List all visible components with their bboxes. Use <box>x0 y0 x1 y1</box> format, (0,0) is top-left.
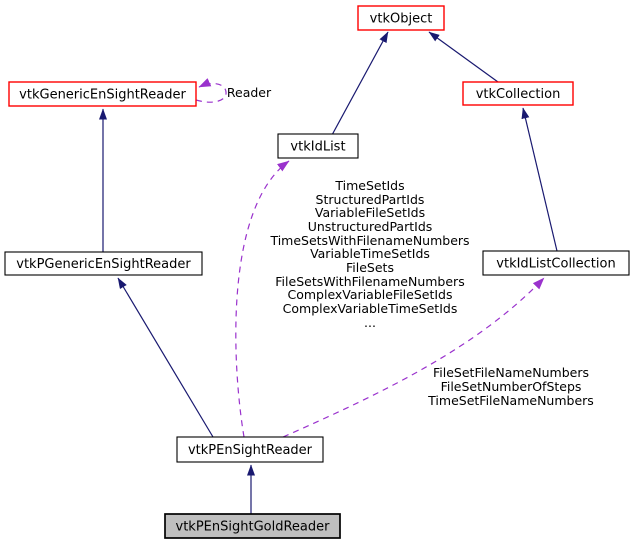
node-label: vtkGenericEnSightReader <box>19 88 186 103</box>
member-label: TimeSetFileNameNumbers <box>427 393 594 408</box>
member-label: ... <box>364 315 376 330</box>
edge-label-idlistcollection-members: FileSetFileNameNumbers FileSetNumberOfSt… <box>427 365 594 408</box>
member-label: ComplexVariableTimeSetIds <box>283 301 458 316</box>
member-label: TimeSetIds <box>334 178 404 193</box>
node-label: vtkPEnSightReader <box>188 443 313 458</box>
node-vtkidlistcollection[interactable]: vtkIdListCollection <box>482 250 630 276</box>
node-label: vtkPEnSightGoldReader <box>176 520 331 535</box>
edge-vtkidlistcollection-to-vtkcollection <box>521 107 558 252</box>
node-label: vtkIdList <box>290 140 345 155</box>
node-box <box>164 513 341 539</box>
node-label: vtkObject <box>370 12 433 27</box>
usage-edges <box>195 78 545 438</box>
inheritance-edges <box>99 31 558 514</box>
edge-label-reader: Reader <box>227 85 272 100</box>
member-label: ComplexVariableFileSetIds <box>287 287 452 302</box>
node-vtkcollection[interactable]: vtkCollection <box>462 81 574 106</box>
node-vtkpensightgoldreader: vtkPEnSightGoldReader <box>164 513 341 539</box>
node-box[interactable] <box>482 250 630 276</box>
member-label: FileSetNumberOfSteps <box>441 379 582 394</box>
member-label: StructuredPartIds <box>316 192 425 207</box>
member-label: VariableFileSetIds <box>315 205 425 220</box>
node-box[interactable] <box>8 81 197 107</box>
node-box[interactable] <box>357 5 445 31</box>
member-label: FileSetsWithFilenameNumbers <box>275 274 464 289</box>
member-label: VariableTimeSetIds <box>310 246 430 261</box>
node-label: vtkIdListCollection <box>496 257 615 272</box>
edge-vtkidlist-to-vtkobject <box>331 31 389 136</box>
edge-labels: Reader TimeSetIds StructuredPartIds Vari… <box>227 85 594 408</box>
node-vtkgenericensightreader[interactable]: vtkGenericEnSightReader <box>8 81 197 107</box>
edge-label-idlist-members: TimeSetIds StructuredPartIds VariableFil… <box>269 178 469 330</box>
node-box[interactable] <box>462 81 574 106</box>
member-label: UnstructuredPartIds <box>308 219 433 234</box>
member-label: FileSetFileNameNumbers <box>433 365 589 380</box>
edge-vtkpensightreader-to-vtkpgenericensightreader <box>117 277 214 438</box>
node-vtkpensightreader[interactable]: vtkPEnSightReader <box>176 436 324 463</box>
edge-vtkpensightreader-to-vtkidlist <box>235 160 290 438</box>
edge-reader-self-loop <box>195 78 227 103</box>
node-vtkidlist[interactable]: vtkIdList <box>277 133 359 159</box>
member-label: TimeSetsWithFilenameNumbers <box>269 233 469 248</box>
member-label: FileSets <box>346 260 394 275</box>
edge-vtkcollection-to-vtkobject <box>428 31 499 83</box>
node-label: vtkPGenericEnSightReader <box>16 257 191 272</box>
node-vtkobject[interactable]: vtkObject <box>357 5 445 31</box>
node-box[interactable] <box>277 133 359 159</box>
node-box[interactable] <box>4 251 203 276</box>
node-vtkpgenericensightreader[interactable]: vtkPGenericEnSightReader <box>4 251 203 276</box>
node-label: vtkCollection <box>476 87 561 102</box>
node-box[interactable] <box>176 436 324 463</box>
